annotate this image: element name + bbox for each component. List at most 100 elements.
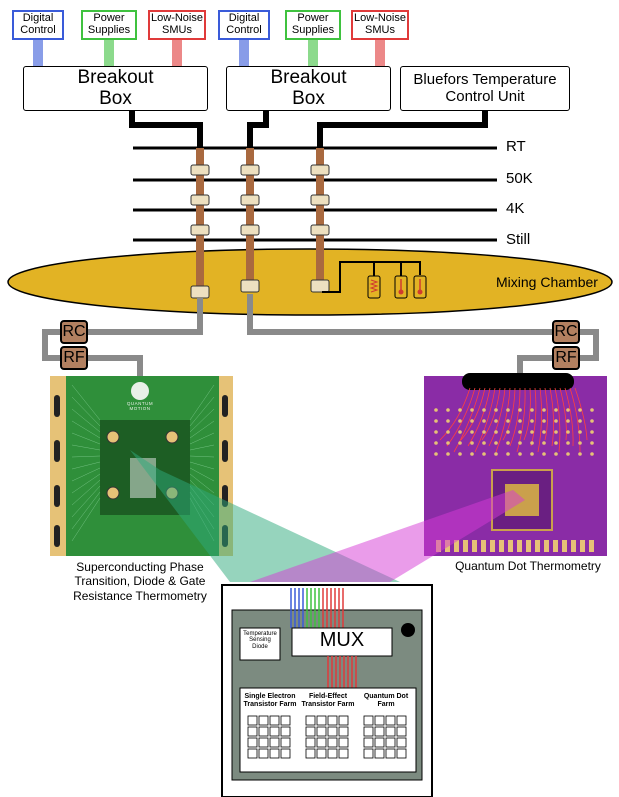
breakout-box-2: Breakout Box — [226, 66, 391, 111]
pcb-slot — [222, 395, 228, 417]
pcb-pad — [166, 431, 178, 443]
farm-cell — [364, 716, 373, 725]
pcb-pad — [566, 430, 570, 434]
farm-cell — [375, 738, 384, 747]
digital-control-box-2: Digital Control — [218, 10, 270, 40]
pcb-pad — [542, 408, 546, 412]
pcb-dark-band — [462, 373, 574, 390]
pcb-pad — [494, 441, 498, 445]
pcb-pad — [446, 441, 450, 445]
pcb-pad — [482, 441, 486, 445]
farm-cell — [328, 749, 337, 758]
stage-label-50k: 50K — [506, 170, 533, 187]
pcb-pad — [530, 452, 534, 456]
power-supplies-box-1: Power Supplies — [81, 10, 137, 40]
left-pcb-caption: Superconducting Phase Transition, Diode … — [40, 560, 240, 603]
farm-cell — [339, 716, 348, 725]
pcb-pad — [566, 452, 570, 456]
grey-cable-left-loop — [45, 332, 60, 358]
pcb-pad — [554, 452, 558, 456]
farm-cell — [375, 749, 384, 758]
pcb-pad — [590, 441, 594, 445]
power-wires — [309, 40, 317, 66]
power-supplies-label: Power Supplies — [88, 13, 130, 36]
farm-cell — [375, 727, 384, 736]
bluefors-line-2: Control Unit — [445, 89, 524, 106]
temp-diode-line-3: Diode — [240, 644, 280, 650]
thermometer-1-bulb-icon — [399, 290, 404, 295]
pcb-pad — [482, 430, 486, 434]
farm-cell — [386, 716, 395, 725]
pcb-pad — [434, 430, 438, 434]
pcb-pad — [518, 452, 522, 456]
farm-title-line-2: Transistor Farm — [300, 701, 356, 709]
farm-cell — [259, 738, 268, 747]
grey-cable-left-down — [86, 358, 140, 378]
caption-line-2: Transition, Diode & Gate — [40, 574, 240, 588]
farm-cell — [397, 727, 406, 736]
thermal-anchor — [191, 286, 209, 298]
digital-control-label: Digital Control — [20, 13, 55, 36]
farm-cell — [397, 749, 406, 758]
farm-title-line-2: Transistor Farm — [242, 701, 298, 709]
caption-line-3: Resistance Thermometry — [40, 589, 240, 603]
pcb-finger — [526, 540, 531, 552]
farm-cell — [270, 716, 279, 725]
pcb-pad — [578, 408, 582, 412]
pcb-finger — [508, 540, 513, 552]
farm-cell — [397, 738, 406, 747]
pcb-pad — [506, 408, 510, 412]
thermal-anchor — [311, 280, 329, 292]
farm-cell — [317, 749, 326, 758]
farm-cell — [339, 749, 348, 758]
caption-line-1: Superconducting Phase — [40, 560, 240, 574]
pcb-pad — [506, 452, 510, 456]
right-pcb-caption: Quantum Dot Thermometry — [440, 560, 616, 573]
pcb-pad — [542, 441, 546, 445]
breakout-box-line-2: Box — [99, 89, 132, 110]
pcb-pad — [470, 441, 474, 445]
stage-label-4k: 4K — [506, 200, 524, 217]
pcb-pad — [470, 430, 474, 434]
thermal-anchor — [241, 165, 259, 175]
power-supplies-label: Power Supplies — [292, 13, 334, 36]
pcb-pad — [494, 419, 498, 423]
pcb-pad — [530, 441, 534, 445]
pcb-pad — [566, 419, 570, 423]
pcb-pad — [518, 441, 522, 445]
pcb-pad — [518, 430, 522, 434]
farm-cell — [339, 738, 348, 747]
quantum-motion-logo-text: QUANTUM MOTION — [120, 402, 160, 411]
pcb-pad — [494, 452, 498, 456]
pcb-pad — [470, 408, 474, 412]
pcb-pad — [554, 441, 558, 445]
power-wires — [105, 40, 113, 66]
pcb-pad — [434, 419, 438, 423]
farm-cell — [281, 738, 290, 747]
bluefors-line-1: Bluefors Temperature — [413, 72, 556, 89]
pcb-pad — [506, 419, 510, 423]
low-noise-smus-box-1: Low-Noise SMUs — [148, 10, 206, 40]
mux-label: MUX — [292, 630, 392, 651]
pcb-finger — [562, 540, 567, 552]
farm-cell — [248, 749, 257, 758]
farm-cell — [328, 727, 337, 736]
pcb-pad — [578, 441, 582, 445]
farm-cell — [248, 738, 257, 747]
thermal-anchor — [241, 280, 259, 292]
pcb-pad — [107, 487, 119, 499]
low-noise-smus-label: Low-Noise SMUs — [354, 13, 406, 36]
pcb-slot — [54, 525, 60, 547]
pcb-pad — [554, 430, 558, 434]
farm-title-line-1: Field-Effect — [300, 693, 356, 701]
stage-label-still: Still — [506, 231, 530, 248]
pcb-pad — [482, 408, 486, 412]
pcb-finger — [517, 540, 522, 552]
pcb-slot — [222, 440, 228, 462]
black-cables — [132, 110, 485, 148]
pcb-slot — [54, 485, 60, 507]
pcb-finger — [553, 540, 558, 552]
farm-cell — [317, 727, 326, 736]
chip-orientation-dot-icon — [401, 623, 415, 637]
